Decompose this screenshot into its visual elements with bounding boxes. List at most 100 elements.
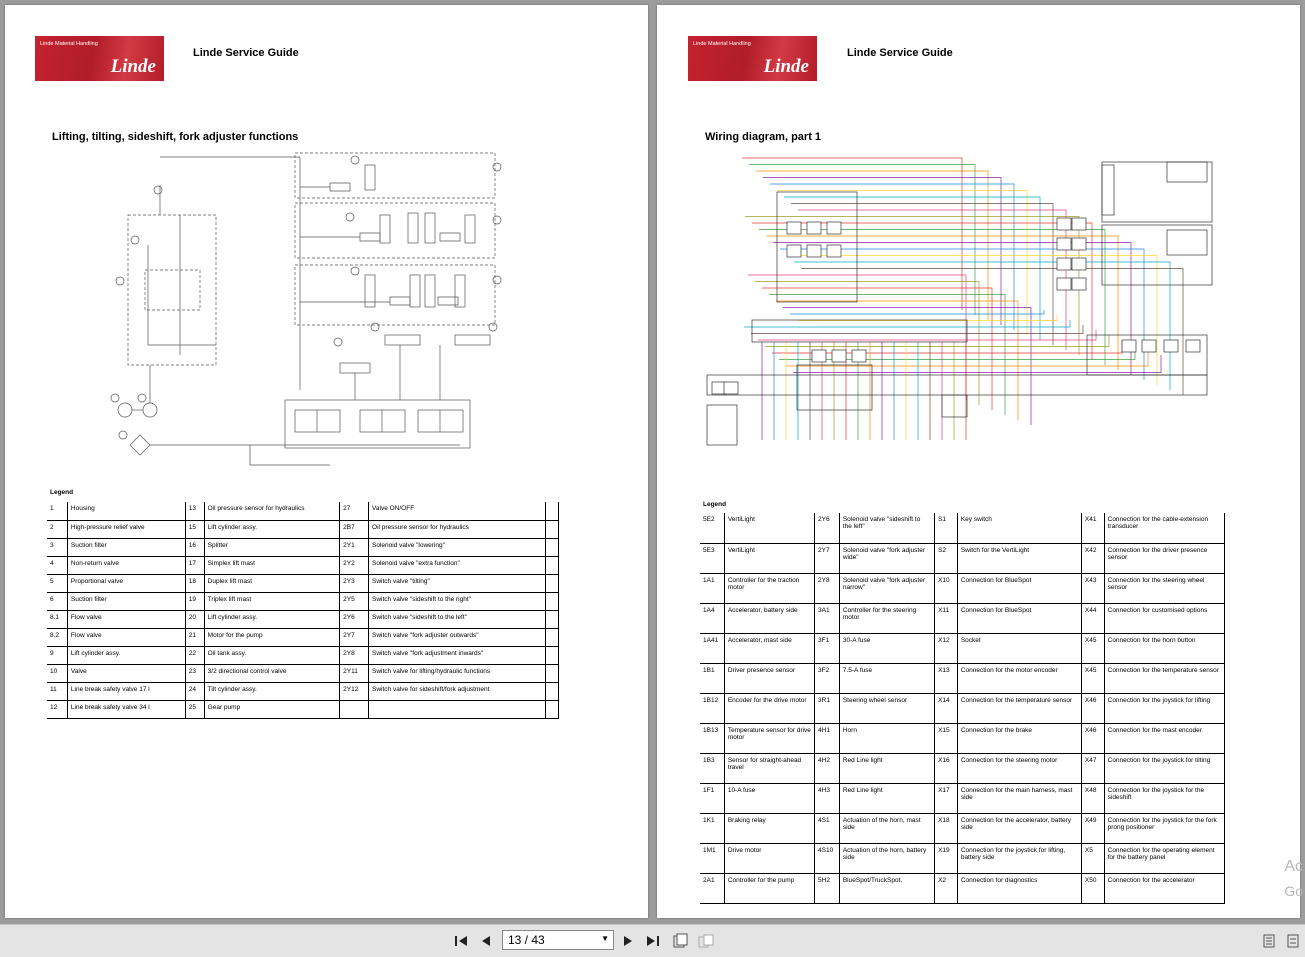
- wire: [759, 229, 1106, 365]
- legend-code: 1F1: [700, 783, 725, 814]
- linde-logo: Linde Material Handling Linde: [35, 36, 164, 81]
- component-box: [1163, 339, 1179, 353]
- legend-description: Steering wheel sensor: [839, 693, 936, 724]
- logo-company: Linde Material Handling: [40, 41, 98, 47]
- legend-description: Splitter: [204, 538, 341, 557]
- legend-code: 2Y3: [339, 574, 370, 593]
- legend-description: Oil tank assy.: [204, 646, 341, 665]
- logo-brand: Linde: [763, 56, 809, 77]
- legend-code: 3A1: [814, 603, 840, 634]
- legend-spacer: [545, 664, 559, 683]
- linde-logo: Linde Material Handling Linde: [688, 36, 817, 81]
- legend-code: 2Y1: [339, 538, 370, 557]
- single-page-view-button[interactable]: [670, 931, 690, 951]
- page-indicator: 13 / 43: [508, 933, 545, 947]
- legend-description: 3/2 directional control valve: [204, 664, 341, 683]
- legend-code: 2Y2: [339, 556, 370, 575]
- legend-description: Connection for the joystick for the side…: [1104, 783, 1226, 814]
- thumbnails-button[interactable]: [1283, 931, 1303, 951]
- wire: [780, 248, 1145, 380]
- next-page-icon: [624, 936, 632, 946]
- legend-code: X13: [934, 663, 958, 694]
- legend-description: Connection for the joystick for the fork…: [1104, 813, 1226, 844]
- chevron-down-icon: ▼: [601, 934, 609, 943]
- legend-description: Connection for the motor encoder: [957, 663, 1082, 694]
- wire: [791, 203, 1054, 345]
- component-box: [826, 244, 842, 258]
- legend-description: Housing: [67, 502, 186, 521]
- two-page-icon: [698, 934, 714, 948]
- legend-description: Controller for the traction motor: [724, 573, 816, 604]
- single-page-icon: [673, 933, 688, 948]
- legend-code: X46: [1081, 723, 1105, 754]
- next-page-button[interactable]: [618, 931, 638, 951]
- guide-title: Linde Service Guide: [193, 47, 299, 59]
- legend-description: Switch valve for sideshift/fork adjustme…: [368, 682, 547, 701]
- legend-description: Braking relay: [724, 813, 816, 844]
- legend-description: BlueSpot/TruckSpot,: [839, 873, 936, 904]
- legend-code: X45: [1081, 633, 1105, 664]
- legend-code: 1B12: [700, 693, 725, 724]
- legend-code: 2Y12: [339, 682, 370, 701]
- legend-description: Encoder for the drive motor: [724, 693, 816, 724]
- legend-spacer: [545, 646, 559, 665]
- last-page-button[interactable]: [643, 931, 663, 951]
- legend-code: 4S10: [814, 843, 840, 874]
- wire: [777, 190, 1028, 335]
- legend-code: 22: [185, 646, 205, 665]
- legend-code: X44: [1081, 603, 1105, 634]
- component-box: [786, 221, 802, 235]
- component-box: [826, 221, 842, 235]
- legend-code: 3: [47, 538, 68, 557]
- wire: [744, 320, 1071, 328]
- component-box: [1056, 277, 1072, 291]
- two-page-view-button[interactable]: [696, 931, 716, 951]
- legend-code: 5E2: [700, 513, 725, 544]
- legend-description: Solenoid valve "extra function": [368, 556, 547, 575]
- legend-code: X14: [934, 693, 958, 724]
- legend-description: Connection for customised options: [1104, 603, 1226, 634]
- legend-description: [368, 700, 547, 719]
- watermark-line-1: Ac: [1284, 858, 1303, 875]
- list-icon: [1263, 934, 1275, 948]
- legend-code: 2Y6: [339, 610, 370, 629]
- legend-description: Red Line light: [839, 753, 936, 784]
- legend-code: X5: [1081, 843, 1105, 874]
- document-outline-button[interactable]: [1259, 931, 1279, 951]
- component-box: [811, 349, 827, 363]
- legend-description: Connection for the temperature sensor: [957, 693, 1082, 724]
- wire: [745, 216, 1080, 355]
- legend-code: 2: [47, 520, 68, 539]
- first-page-button[interactable]: [451, 931, 471, 951]
- wire: [752, 222, 1093, 360]
- prev-page-button[interactable]: [476, 931, 496, 951]
- page-number-select[interactable]: 13 / 43 ▼: [502, 930, 614, 950]
- legend-code: S2: [934, 543, 958, 574]
- legend-code: 3R1: [814, 693, 840, 724]
- legend-description: High-pressure relief valve: [67, 520, 186, 539]
- wire: [758, 330, 1097, 341]
- legend-description: Connection for the steering wheel sensor: [1104, 573, 1226, 604]
- legend-description: Gear pump: [204, 700, 341, 719]
- legend-code: 3F1: [814, 633, 840, 664]
- page-right: Linde Material Handling Linde Linde Serv…: [657, 5, 1300, 918]
- legend-description: Oil pressure sensor for hydraulics: [204, 502, 341, 521]
- legend-description: Line break safety valve 17 l: [67, 682, 186, 701]
- legend-code: 3F2: [814, 663, 840, 694]
- legend-code: X48: [1081, 783, 1105, 814]
- legend-description: Connection for the accelerator, battery …: [957, 813, 1082, 844]
- hydraulic-diagram: [110, 152, 502, 466]
- legend-title: Legend: [703, 501, 727, 508]
- legend-description: Drive motor: [724, 843, 816, 874]
- legend-code: 2Y7: [814, 543, 840, 574]
- legend-description: Actuation of the horn, battery side: [839, 843, 936, 874]
- prev-page-icon: [482, 936, 490, 946]
